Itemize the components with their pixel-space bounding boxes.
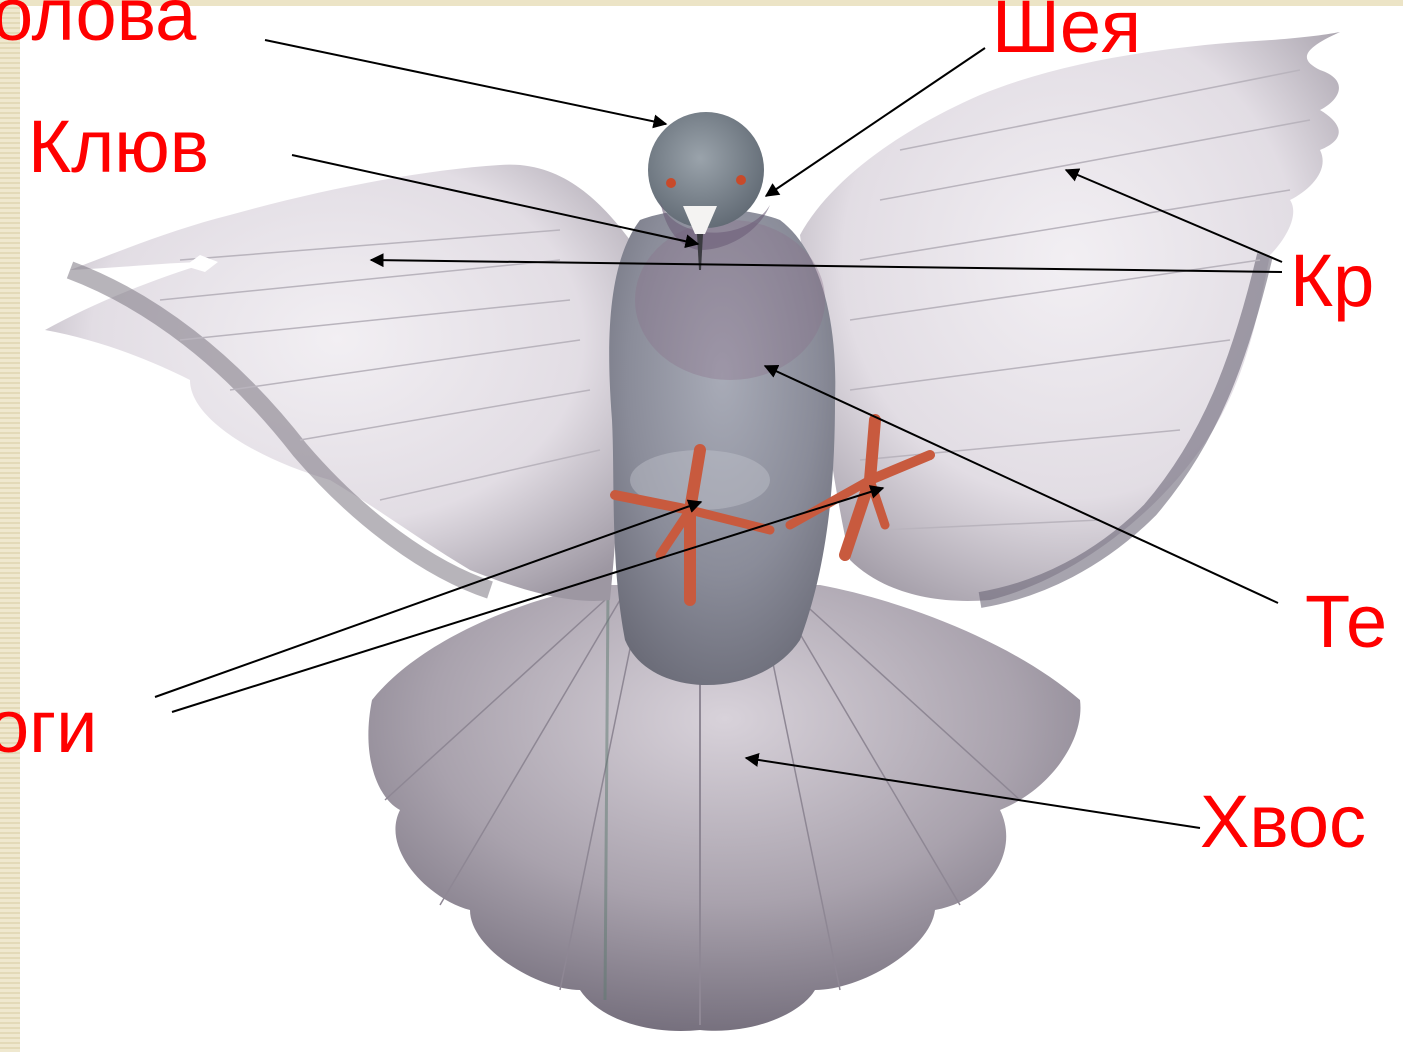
label-legs: оги xyxy=(0,690,97,764)
label-head: олова xyxy=(0,0,196,52)
label-tail: Хвос xyxy=(1200,785,1366,859)
body-shape xyxy=(609,209,835,685)
label-neck: Шея xyxy=(992,0,1141,64)
left-wing-shape xyxy=(45,165,630,601)
pointer-head xyxy=(265,40,666,124)
label-beak: Клюв xyxy=(28,110,209,184)
label-wings: Кр xyxy=(1290,244,1374,318)
label-body: Те xyxy=(1305,585,1387,659)
